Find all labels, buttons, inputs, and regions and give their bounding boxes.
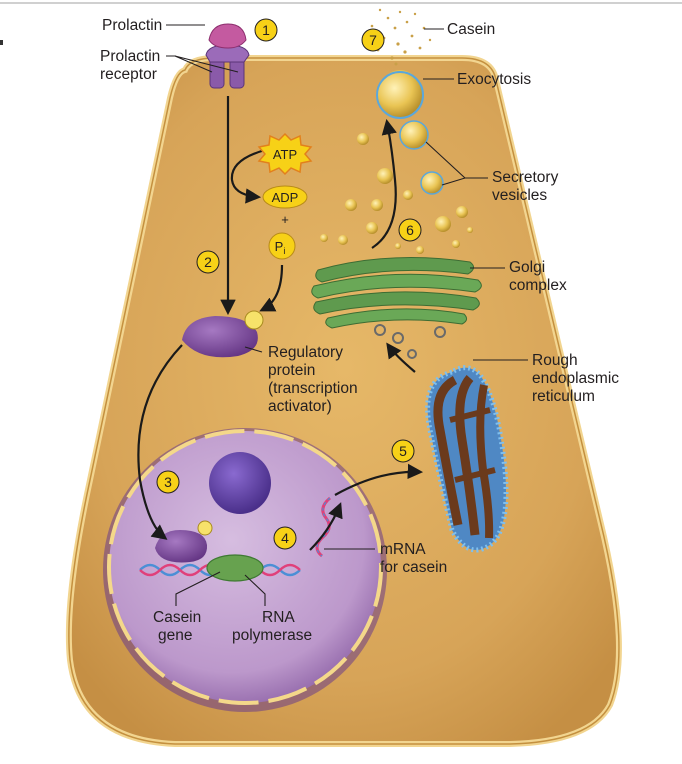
label-prolactin-receptor-line2: receptor [100,66,157,83]
phosphate-badge: Pi [268,232,296,260]
step-badge-4: 4 [273,526,297,550]
step-badge-1: 1 [254,18,278,42]
regulatory-protein-nuclear [155,530,208,563]
casein-particles [366,8,432,66]
label-secretory-line2: vesicles [492,187,547,204]
label-casein: Casein [447,21,495,38]
label-prolactin: Prolactin [102,17,162,34]
golgi-complex [311,257,482,329]
svg-text:Pi: Pi [275,239,286,256]
leader-lines [166,24,528,606]
label-prolactin-receptor-line1: Prolactin [100,48,160,65]
label-regulatory-line2: protein [268,362,315,379]
svg-text:3: 3 [164,474,172,490]
rna-polymerase [206,554,264,582]
secretory-vesicles [320,120,473,254]
regulatory-protein [182,316,258,358]
label-regulatory-line3: (transcription [268,380,358,397]
atp-badge: ATP [257,132,313,176]
prolactin-hormone [208,23,247,49]
label-rna-polymerase-line2: polymerase [232,627,312,644]
label-golgi-line2: complex [509,277,567,294]
svg-text:4: 4 [281,530,289,546]
rough-er [425,365,509,553]
label-golgi-line1: Golgi [509,259,545,276]
label-rer-line1: Rough [532,352,578,369]
label-regulatory-line1: Regulatory [268,344,343,361]
nucleolus [209,452,271,514]
label-casein-gene-line1: Casein [153,609,201,626]
label-mrna-line1: mRNA [380,541,426,558]
step-badge-5: 5 [391,439,415,463]
label-rer-line2: endoplasmic [532,370,619,387]
step-badge-3: 3 [156,470,180,494]
pi-subscript: i [283,246,285,256]
step-badge-2: 2 [196,250,220,274]
pi-label: P [275,239,284,254]
svg-text:2: 2 [204,254,212,270]
adp-label: ADP [272,190,299,205]
label-casein-gene-line2: gene [158,627,192,644]
svg-text:7: 7 [369,32,377,48]
svg-text:1: 1 [262,22,270,38]
label-mrna-line2: for casein [380,559,447,576]
phosphate-group [244,310,264,330]
label-rer-line3: reticulum [532,388,595,405]
label-regulatory-line4: activator) [268,398,332,415]
svg-text:5: 5 [399,443,407,459]
svg-text:6: 6 [406,222,414,238]
step-badge-7: 7 [361,28,385,52]
pathway-arrows [137,96,424,551]
label-secretory-line1: Secretory [492,169,559,186]
label-exocytosis: Exocytosis [457,71,531,88]
label-rna-polymerase-line1: RNA [262,609,295,626]
atp-label: ATP [273,147,297,162]
adp-badge: ADP [262,185,308,209]
plus-sign: + [281,212,289,227]
step-badge-6: 6 [398,218,422,242]
prolactin-receptor [205,44,250,89]
exocytosis-vesicle [376,70,424,119]
